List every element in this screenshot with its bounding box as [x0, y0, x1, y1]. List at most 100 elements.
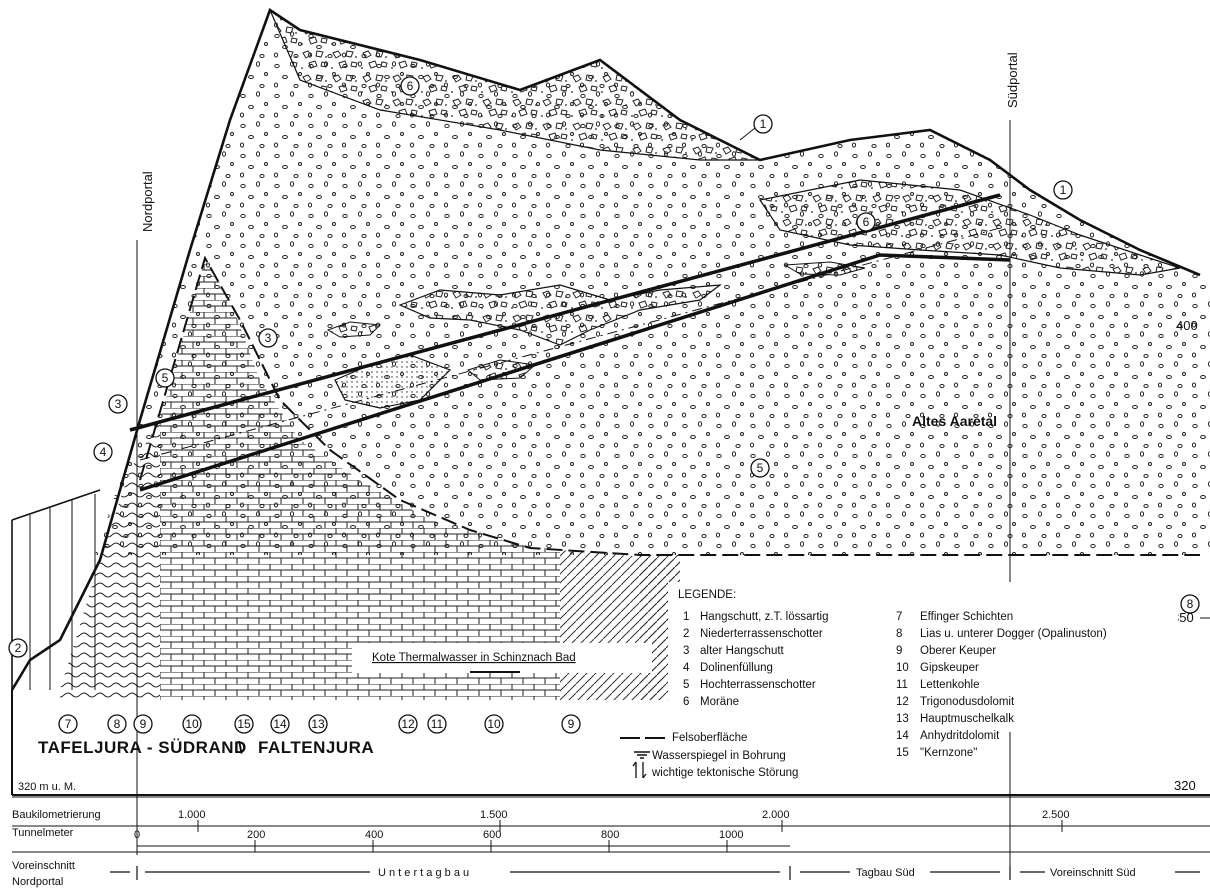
bottom-marker: 9: [561, 714, 581, 734]
tunnel-tick-label: 200: [247, 829, 265, 841]
unit-marker: 2: [8, 638, 28, 658]
svg-text:14: 14: [273, 717, 287, 731]
bottom-marker: 13: [308, 714, 328, 734]
unit-marker-leader: [739, 127, 756, 141]
small-lens-1: [326, 321, 382, 338]
small-lens-2: [466, 359, 537, 381]
legend-item-text: alter Hangschutt: [700, 645, 785, 657]
bottom-marker: 10: [484, 714, 504, 734]
left-grid: [29, 494, 96, 690]
svg-text:1: 1: [1060, 183, 1067, 197]
unit-marker: 5: [750, 458, 770, 478]
legend-item-number: 7: [896, 611, 902, 623]
baukm-tick-label: 1.000: [178, 809, 206, 821]
legend-item-number: 5: [683, 679, 689, 691]
tunnel-label: Tunnelmeter: [12, 827, 74, 839]
tunnel-lower: [139, 253, 1011, 492]
voreinschnitt-nord-1: Voreinschnitt: [12, 860, 75, 872]
unit-marker: 1: [753, 114, 773, 134]
svg-text:10: 10: [487, 717, 501, 731]
tagbau-sued-label: Tagbau Süd: [856, 867, 915, 879]
svg-text:5: 5: [757, 461, 764, 475]
bottom-marker: 10: [182, 714, 202, 734]
tunnel-tick-label: 0: [134, 829, 140, 841]
elev-400: 400: [1176, 318, 1198, 333]
nordportal-label: Nordportal: [140, 171, 155, 232]
legend-item-text: Gipskeuper: [920, 662, 979, 674]
voreinschnitt-nord-2: Nordportal: [12, 876, 63, 888]
bottom-marker: 8: [107, 714, 127, 734]
legend-item-number: 1: [683, 611, 689, 623]
legend-item-text: Lettenkohle: [920, 679, 979, 691]
bedrock-brick: [160, 258, 560, 700]
altes-aaretal-label: Altes Aaretal: [912, 413, 997, 429]
bottom-marker: 14: [270, 714, 290, 734]
unit-marker: 3: [108, 394, 128, 414]
unit-marker: 5: [155, 368, 175, 388]
rock-surface: [139, 255, 1200, 556]
svg-text:6: 6: [407, 79, 414, 93]
svg-text:6: 6: [863, 215, 870, 229]
bottom-marker: 7: [58, 714, 78, 734]
svg-text:5: 5: [162, 371, 169, 385]
fault-symbol: [632, 761, 647, 779]
legend-item-text: Hangschutt, z.T. lössartig: [700, 611, 828, 623]
legend-item-number: 13: [896, 713, 909, 725]
unit-marker: 4: [93, 442, 113, 462]
legend-item-text: Hochterrassenschotter: [700, 679, 816, 691]
thermal-water-label: Kote Thermalwasser in Schinznach Bad: [372, 652, 576, 664]
tunnel-tick-label: 800: [601, 829, 619, 841]
legend-item-number: 9: [896, 645, 902, 657]
baukm-tick-label: 2.500: [1042, 809, 1070, 821]
unit-marker: 6: [856, 212, 876, 232]
legend-item-number: 8: [896, 628, 902, 640]
legend-item-number: 11: [896, 679, 908, 691]
legend-item-text: "Kernzone": [920, 747, 977, 759]
tunnel-axis: [139, 227, 1001, 461]
legend-symbols: Felsoberfläche Wasserspiegel in Bohrung …: [616, 730, 866, 782]
unit-marker: 3: [258, 328, 278, 348]
legend-item-text: Moräne: [700, 696, 739, 708]
elev-320-right: 320: [1174, 778, 1196, 793]
legend-item-number: 2: [683, 628, 689, 640]
untertagbau-label: U n t e r t a g b a u: [378, 867, 469, 879]
legend-item-number: 6: [683, 696, 689, 708]
tunnel-tick-label: 600: [483, 829, 501, 841]
unit-marker: 6: [400, 76, 420, 96]
svg-text:8: 8: [1187, 597, 1194, 611]
ground-surface: [10, 8, 1201, 691]
legend-item-number: 10: [896, 662, 909, 674]
legend-symbol-text: wichtige tektonische Störung: [651, 767, 798, 779]
thermal-box-bg: [352, 643, 652, 673]
legend-symbol-text: Wasserspiegel in Bohrung: [652, 750, 786, 762]
separator-label: \: [238, 738, 243, 757]
svg-text:9: 9: [140, 717, 147, 731]
faltenjura-label: FALTENJURA: [258, 738, 374, 757]
baukm-label: Baukilometrierung: [12, 809, 101, 821]
legend-item-number: 15: [896, 747, 909, 759]
svg-text:8: 8: [114, 717, 121, 731]
bottom-marker: 11: [427, 714, 447, 734]
legend-item-number: 3: [683, 645, 689, 657]
unit-marker: 1: [1053, 180, 1073, 200]
moraine-lens-right: [759, 179, 1181, 276]
legend-item-text: Dolinenfüllung: [700, 662, 773, 674]
legend-item-text: Niederterrassenschotter: [700, 628, 823, 640]
baukm-tick-label: 2.000: [762, 809, 790, 821]
unit-marker: 8: [1180, 594, 1200, 614]
svg-text:9: 9: [568, 717, 575, 731]
legend-title: LEGENDE:: [678, 589, 736, 601]
gravel-body: [95, 10, 1210, 555]
baukm-tick-label: 1.500: [480, 809, 508, 821]
tafeljura-label: TAFELJURA - SÜDRAND: [38, 738, 247, 757]
legend-item-text: Anhydritdolomit: [920, 730, 1000, 742]
svg-text:10: 10: [185, 717, 199, 731]
tunnel-upper: [129, 193, 1001, 432]
suedportal-label: Südportal: [1005, 52, 1020, 108]
svg-text:12: 12: [401, 717, 415, 731]
legend-item-number: 4: [683, 662, 690, 674]
svg-text:4: 4: [100, 445, 107, 459]
svg-text:3: 3: [265, 331, 272, 345]
svg-text:15: 15: [237, 717, 251, 731]
